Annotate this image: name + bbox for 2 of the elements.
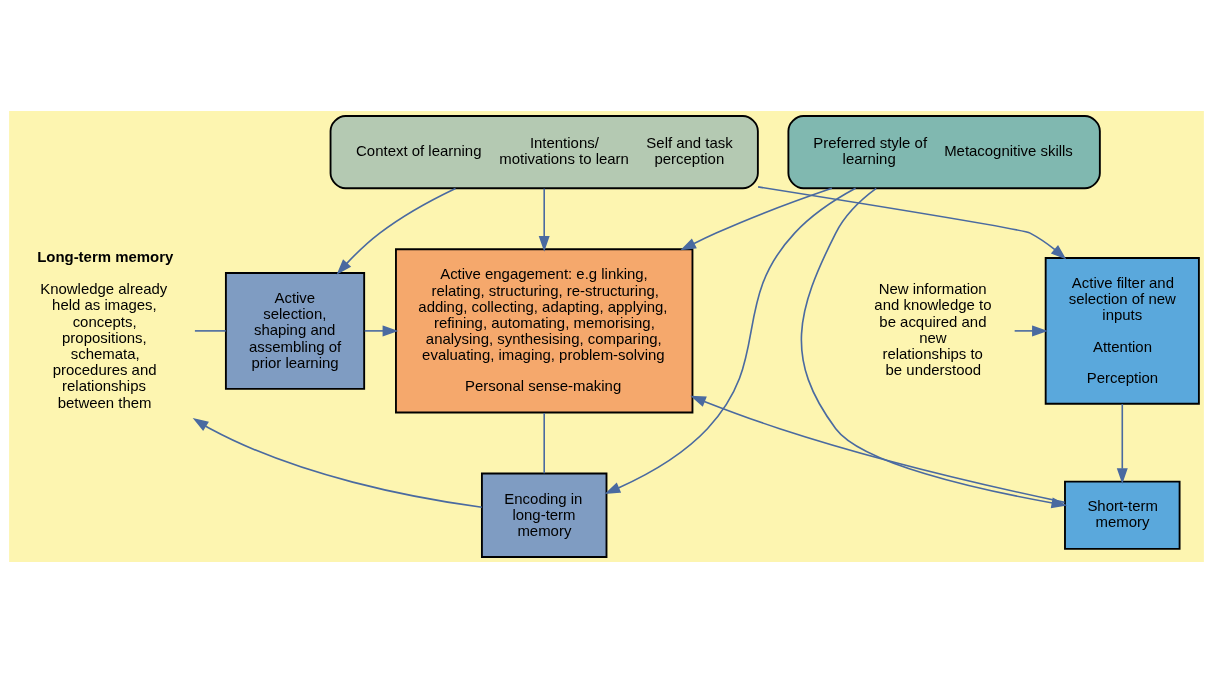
node-text: Long-term memory Knowledge already held as images, concepts, propositions, schemata, procedures and relationships between them: [37, 247, 174, 411]
node-text: New information and knowledge to be acquired and new relationships to be understood: [874, 280, 992, 379]
